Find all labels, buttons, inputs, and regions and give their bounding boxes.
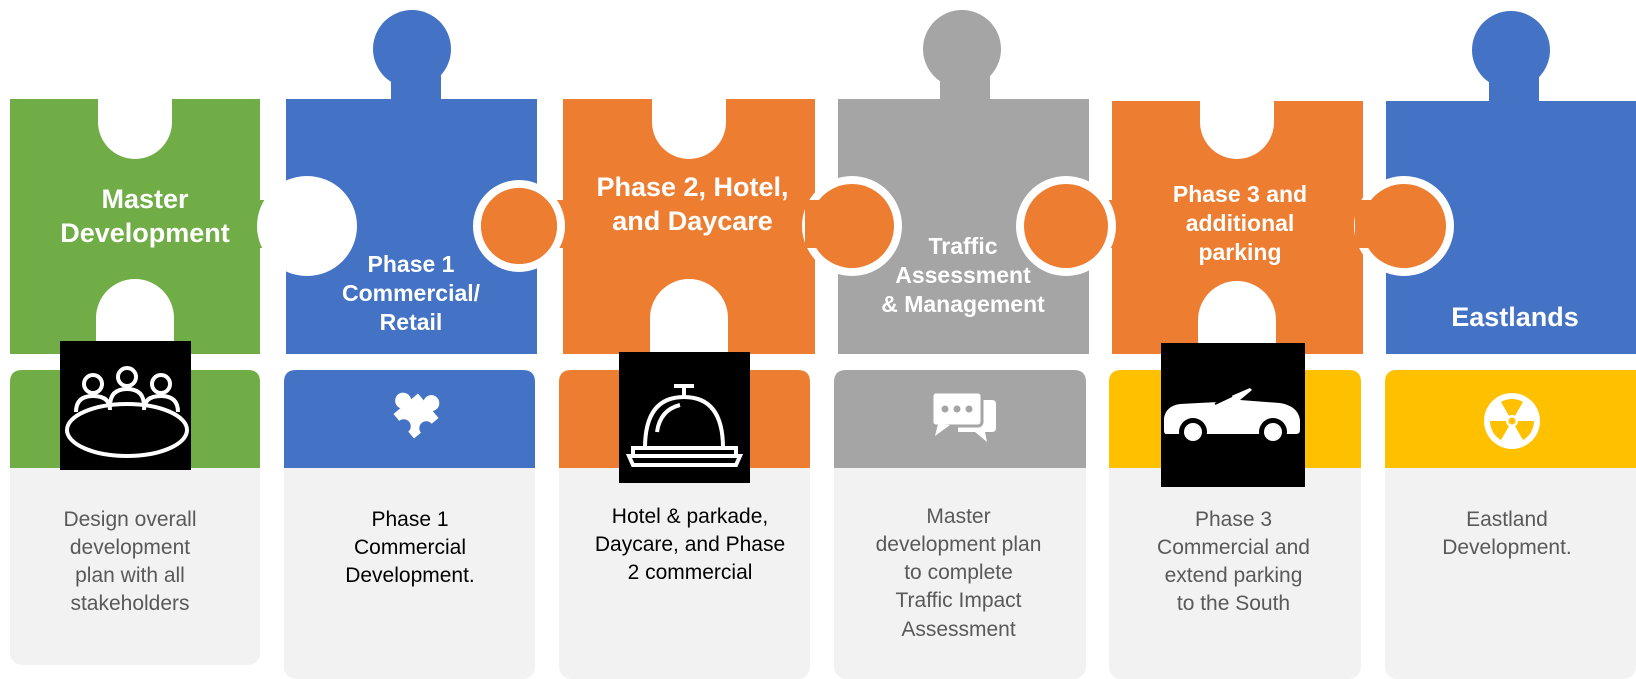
puzzle-layer <box>10 10 1636 359</box>
puzzle-piece-icon <box>393 392 440 439</box>
stage-6-description: Eastland Development. <box>1442 508 1572 560</box>
radiation-icon <box>1484 393 1540 449</box>
stage-2-title: Phase 1 Commercial/ Retail <box>341 251 481 335</box>
stage-5-title: Phase 3 and additional parking <box>1172 181 1308 265</box>
stage-4-description: Master development plan to complete Traf… <box>875 505 1042 641</box>
chat-bubbles-icon <box>930 390 996 442</box>
cards-layer <box>10 370 1636 679</box>
stage-5-description: Phase 3 Commercial and extend parking to… <box>1157 508 1310 616</box>
stage-4-title: Traffic Assessment & Management <box>881 233 1045 317</box>
convertible-car-icon <box>1161 343 1305 487</box>
puzzle-piece-3 <box>473 85 815 357</box>
stage-1-description: Design overall development plan with all… <box>63 508 197 616</box>
stage-3-title: Phase 2, Hotel, and Daycare <box>596 172 789 237</box>
stage-3-description: Hotel & parkade, Daycare, and Phase 2 co… <box>594 505 786 585</box>
stage-6-title: Eastlands <box>1451 302 1579 332</box>
puzzle-piece-6 <box>1354 11 1636 354</box>
service-bell-icon <box>619 352 750 483</box>
card-6 <box>1385 370 1636 679</box>
meeting-table-icon <box>60 341 191 470</box>
stage-2-description: Phase 1 Commercial Development. <box>345 508 475 588</box>
stage-1-title: Master Development <box>60 184 230 249</box>
